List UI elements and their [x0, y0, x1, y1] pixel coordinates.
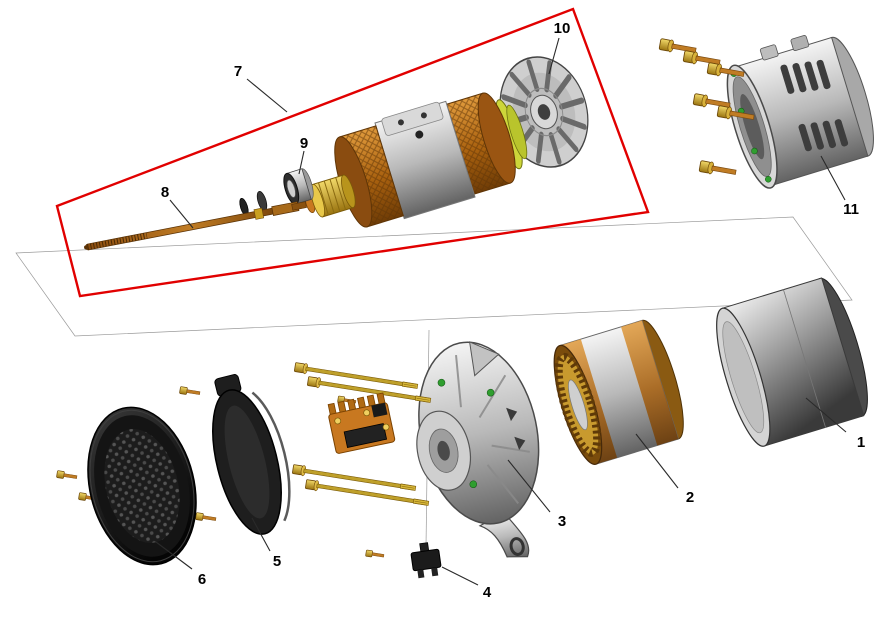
leader-line-6: [155, 541, 193, 570]
leader-line-10: [548, 37, 560, 75]
leader-line-3: [507, 459, 551, 513]
part-4-regulator: [410, 542, 442, 579]
pulley-spacer: [304, 174, 356, 218]
leader-line-1: [805, 397, 847, 433]
part-label-10: 10: [554, 20, 571, 37]
leader-line-8: [169, 199, 194, 229]
leader-line-5: [251, 517, 271, 552]
part-5-cover-plate: [212, 374, 291, 535]
highlight-box: [55, 7, 650, 298]
screw-icon: [56, 470, 78, 481]
part-label-1: 1: [857, 434, 865, 451]
screw-icon: [179, 386, 201, 397]
leader-line-9: [298, 150, 305, 175]
part-label-4: 4: [483, 584, 492, 601]
bolt-icon: [698, 159, 738, 179]
part-labels: 1 2 3 4 5 6 7 8 9 10 11: [161, 20, 865, 601]
leader-line-7: [246, 78, 288, 113]
part-label-5: 5: [273, 553, 281, 570]
part-2-stator: [553, 319, 684, 465]
leader-line-2: [635, 433, 679, 489]
leader-line-11: [820, 155, 846, 201]
part-label-6: 6: [198, 571, 206, 588]
leader-line-4: [441, 566, 479, 586]
screw-icon: [195, 512, 217, 523]
leader-lines: [155, 37, 847, 586]
rectifier-assembly: [327, 392, 396, 454]
part-9-bearing: [283, 168, 314, 205]
part-1-cylinder: [716, 277, 868, 447]
bolt-icon: [304, 478, 430, 509]
part-8-shaft: [84, 201, 307, 251]
part-label-8: 8: [161, 184, 169, 201]
bracket-screw-dots: [437, 378, 495, 489]
part-label-7: 7: [234, 63, 242, 80]
part-7-rotor: [334, 92, 528, 228]
part-label-11: 11: [843, 201, 859, 218]
part-label-9: 9: [300, 135, 308, 152]
part-6-end-cover: [87, 406, 197, 566]
screw-icon: [365, 549, 385, 560]
vent-slots: [780, 59, 849, 152]
part-11-rear-housing: [726, 35, 874, 189]
part-3-front-bracket: [416, 341, 540, 558]
part-label-3: 3: [558, 513, 566, 530]
part-label-2: 2: [686, 489, 694, 506]
